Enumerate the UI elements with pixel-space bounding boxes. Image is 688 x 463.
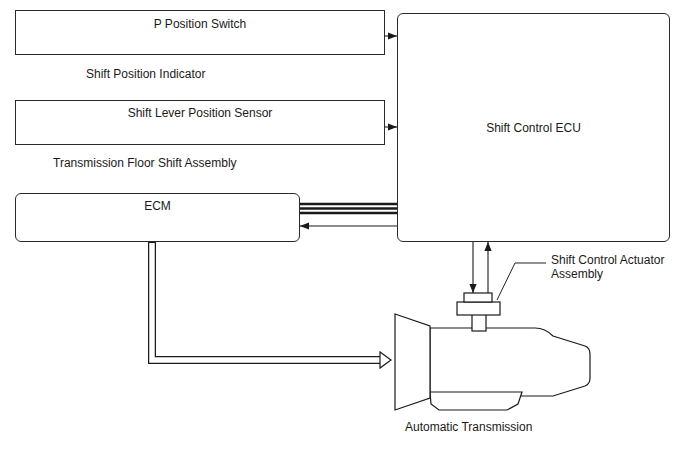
- transmission-drawing: [395, 312, 590, 412]
- hollow-arrow-inner: [152, 243, 382, 360]
- transmission-case: [430, 328, 590, 396]
- component-label: Transmission Floor Shift Assembly: [53, 156, 237, 170]
- node-label: ECM: [16, 194, 299, 213]
- actuator-drawing: [456, 293, 501, 331]
- connector: [300, 226, 397, 227]
- connector-line: [385, 126, 397, 127]
- connector-line: [300, 225, 397, 226]
- node-label: Shift Control ECU: [486, 121, 581, 135]
- connector-line: [472, 242, 473, 293]
- connector-line: [300, 212, 397, 215]
- connector: [385, 127, 397, 128]
- hollow-arrow-head: [380, 352, 391, 368]
- connector: [300, 208, 397, 209]
- connector-line: [385, 35, 397, 36]
- component-label: Shift Position Indicator: [86, 67, 205, 81]
- actuator: Shift Control Actuator Assembly: [456, 293, 501, 331]
- connector: [152, 242, 391, 368]
- oil-pan: [430, 392, 522, 410]
- node-label: P Position Switch: [16, 11, 384, 31]
- leader-line: [497, 263, 546, 300]
- connector-line: [487, 242, 488, 293]
- ecm-box: ECM: [15, 193, 300, 242]
- sensor-box: Shift Lever Position SensorTransmission …: [15, 100, 385, 145]
- connector: [385, 36, 397, 37]
- node-label: Shift Lever Position Sensor: [16, 101, 384, 120]
- connector: [488, 242, 489, 293]
- actuator-body: [457, 302, 500, 315]
- connector: [300, 213, 397, 214]
- connector: [473, 242, 474, 293]
- transmission: Automatic Transmission: [395, 312, 590, 412]
- component-label: Automatic Transmission: [405, 420, 532, 434]
- connector-line: [300, 207, 397, 210]
- bell-housing: [395, 314, 430, 410]
- ecu-box: Shift Control ECU: [397, 13, 670, 242]
- hollow-arrow-outline: [152, 242, 381, 360]
- actuator-stem: [472, 314, 486, 331]
- connector: [300, 204, 397, 205]
- connector-line: [300, 203, 397, 206]
- actuator-cap: [464, 293, 492, 302]
- component-label: Shift Control Actuator Assembly: [551, 253, 686, 281]
- switch-box: P Position SwitchShift Position Indicato…: [15, 10, 385, 55]
